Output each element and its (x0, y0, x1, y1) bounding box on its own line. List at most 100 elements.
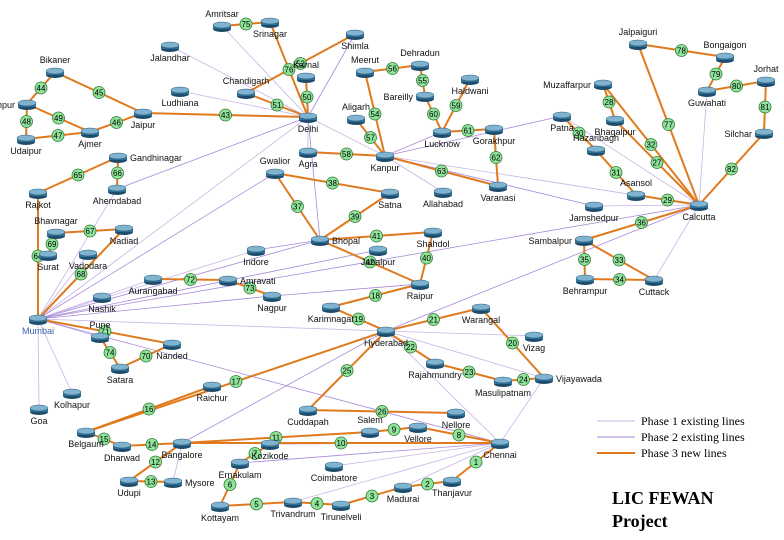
router-jamshedpur[interactable]: Jamshedpur (569, 201, 619, 223)
router-belgaum[interactable]: Belgaum (68, 427, 104, 449)
router-udaipur[interactable]: Udaipur (10, 134, 42, 156)
router-hazaribagh[interactable]: Hazaribagh (573, 133, 619, 156)
router-kolhapur[interactable]: Kolhapur (54, 388, 90, 410)
router-vizag[interactable]: Vizag (523, 331, 545, 353)
router-agra[interactable]: Agra (298, 147, 318, 169)
line-mumbai-ahmedabad (37, 188, 118, 320)
link-badge-38: 38 (326, 176, 339, 190)
router-ahmedabad[interactable]: Ahemdabad (93, 184, 142, 206)
router-lucknow[interactable]: Lucknow (424, 127, 460, 149)
link-badge-28: 28 (602, 95, 616, 109)
router-ludhiana[interactable]: Ludhiana (161, 86, 199, 108)
router-shimla[interactable]: Shimla (341, 29, 369, 51)
router-satna[interactable]: Satna (378, 188, 402, 210)
router-coimbatore[interactable]: Coimbatore (311, 461, 358, 483)
city-label-guwahati: Guwahati (688, 98, 726, 108)
router-karnal[interactable]: Karnal (293, 60, 319, 83)
router-chandigarh[interactable]: Chandigarh (223, 76, 270, 99)
router-mumbai[interactable]: Mumbai (22, 314, 54, 336)
router-tirunelveli[interactable]: Tirunelveli (321, 500, 362, 522)
router-aligarh[interactable]: Aligarh (342, 102, 370, 125)
router-bongaigon[interactable]: Bongaigon (703, 40, 747, 63)
router-warangal[interactable]: Warangal (462, 303, 500, 325)
router-sambalpur[interactable]: Sambalpur (528, 235, 594, 246)
router-bhavnagar[interactable]: Bhavnagar (34, 216, 78, 239)
router-dharwad[interactable]: Dharwad (104, 441, 140, 463)
router-jabalpur[interactable]: Jabalpur (361, 245, 396, 267)
link-badge-73: 73 (243, 281, 257, 295)
router-rajahmundry[interactable]: Rajahmundry (408, 358, 462, 380)
router-goa[interactable]: Goa (29, 404, 49, 426)
router-ajmer[interactable]: Ajmer (78, 127, 102, 149)
router-kottayam[interactable]: Kottayam (201, 501, 239, 523)
router-raichur[interactable]: Raichur (196, 381, 228, 403)
router-shahdol[interactable]: Shahdol (416, 227, 450, 249)
router-varanasi[interactable]: Varanasi (481, 181, 516, 203)
router-surat[interactable]: Surat (37, 250, 59, 272)
router-masulipatnam[interactable]: Masulipatnam (475, 376, 531, 398)
router-madurai[interactable]: Madurai (387, 482, 420, 504)
router-bareilly[interactable]: Bareilly (383, 91, 435, 102)
router-mysore[interactable]: Mysore (163, 477, 215, 488)
router-karimnagar[interactable]: Karimnagar (308, 302, 355, 324)
router-calcutta[interactable]: Calcutta (682, 200, 716, 222)
router-jorhat[interactable]: Jorhat (753, 64, 779, 87)
router-srinagar[interactable]: Srinagar (253, 17, 287, 39)
router-patna[interactable]: Patna (550, 111, 574, 133)
router-muzaffarpur[interactable]: Muzaffarpur (543, 79, 613, 90)
router-rajkot[interactable]: Rajkot (25, 188, 51, 210)
router-pune[interactable]: Pune (89, 320, 111, 343)
router-cuddapah[interactable]: Cuddapah (287, 405, 329, 427)
router-kozikode[interactable]: Kozikode (251, 439, 289, 461)
router-ernakulam[interactable]: Ernakulam (218, 458, 262, 480)
router-jodhpur[interactable]: Jodhpur (0, 99, 37, 110)
router-silchar[interactable]: Silchar (724, 128, 774, 139)
router-chennai[interactable]: Chennai (483, 438, 517, 460)
router-dehradun[interactable]: Dehradun (400, 48, 440, 71)
router-meerut[interactable]: Meerut (351, 55, 380, 78)
router-raipur[interactable]: Raipur (407, 279, 434, 301)
router-bangalore[interactable]: Bangalore (161, 438, 203, 460)
router-vellore[interactable]: Vellore (404, 422, 432, 444)
router-aurangabad[interactable]: Aurangabad (128, 274, 178, 296)
router-amritsar[interactable]: Amritsar (205, 9, 239, 32)
router-jalandhar[interactable]: Jalandhar (150, 41, 190, 63)
link-number: 55 (418, 77, 427, 86)
router-amravati[interactable]: Amravati (218, 275, 276, 286)
router-behrampur[interactable]: Behrampur (563, 274, 608, 296)
router-vijayawada[interactable]: Vijayawada (534, 373, 602, 384)
link-number: 43 (221, 111, 230, 120)
line-chennai-ernakulam (239, 442, 501, 464)
router-gandhinagar[interactable]: Gandhinagar (108, 152, 182, 163)
router-salem[interactable]: Salem (357, 415, 383, 438)
link-badge-80: 80 (730, 79, 743, 93)
router-cuttack[interactable]: Cuttack (639, 275, 670, 297)
router-bhagalpur[interactable]: Bhagalpur (594, 115, 636, 137)
router-gorakhpur[interactable]: Gorakhpur (473, 124, 516, 146)
router-allahabad[interactable]: Allahabad (423, 187, 463, 209)
router-trivandrum[interactable]: Trivandrum (270, 497, 316, 519)
router-jalpaiguri[interactable]: Jalpaiguri (619, 27, 658, 50)
router-haldwani[interactable]: Haldwani (451, 74, 489, 96)
router-hyderabad[interactable]: Hyderabad (364, 326, 408, 348)
router-bikaner[interactable]: Bikaner (40, 55, 71, 78)
router-vadodara[interactable]: Vadodara (69, 249, 107, 271)
router-bhopal[interactable]: Bhopal (310, 235, 360, 246)
router-delhi[interactable]: Delhi (298, 112, 319, 134)
router-udupi[interactable]: Udupi (117, 476, 141, 498)
router-indore[interactable]: Indore (243, 245, 269, 267)
router-gwalior[interactable]: Gwalior (260, 156, 291, 179)
router-nashik[interactable]: Nashik (88, 292, 116, 314)
router-thanjavur[interactable]: Thanjavur (432, 476, 472, 498)
router-nagpur[interactable]: Nagpur (257, 291, 287, 313)
router-kanpur[interactable]: Kanpur (370, 151, 400, 173)
link-badge-56: 56 (386, 62, 399, 75)
router-jaipur[interactable]: Jaipur (131, 108, 156, 130)
router-nadiad[interactable]: Nadiad (110, 224, 139, 246)
router-guwahati[interactable]: Guwahati (688, 86, 726, 108)
router-asansol[interactable]: Asansol (620, 178, 652, 201)
router-nellore[interactable]: Nellore (442, 408, 471, 430)
router-nanded[interactable]: Nanded (156, 339, 188, 361)
router-satara[interactable]: Satara (107, 363, 134, 385)
city-label-kanpur: Kanpur (370, 163, 399, 173)
